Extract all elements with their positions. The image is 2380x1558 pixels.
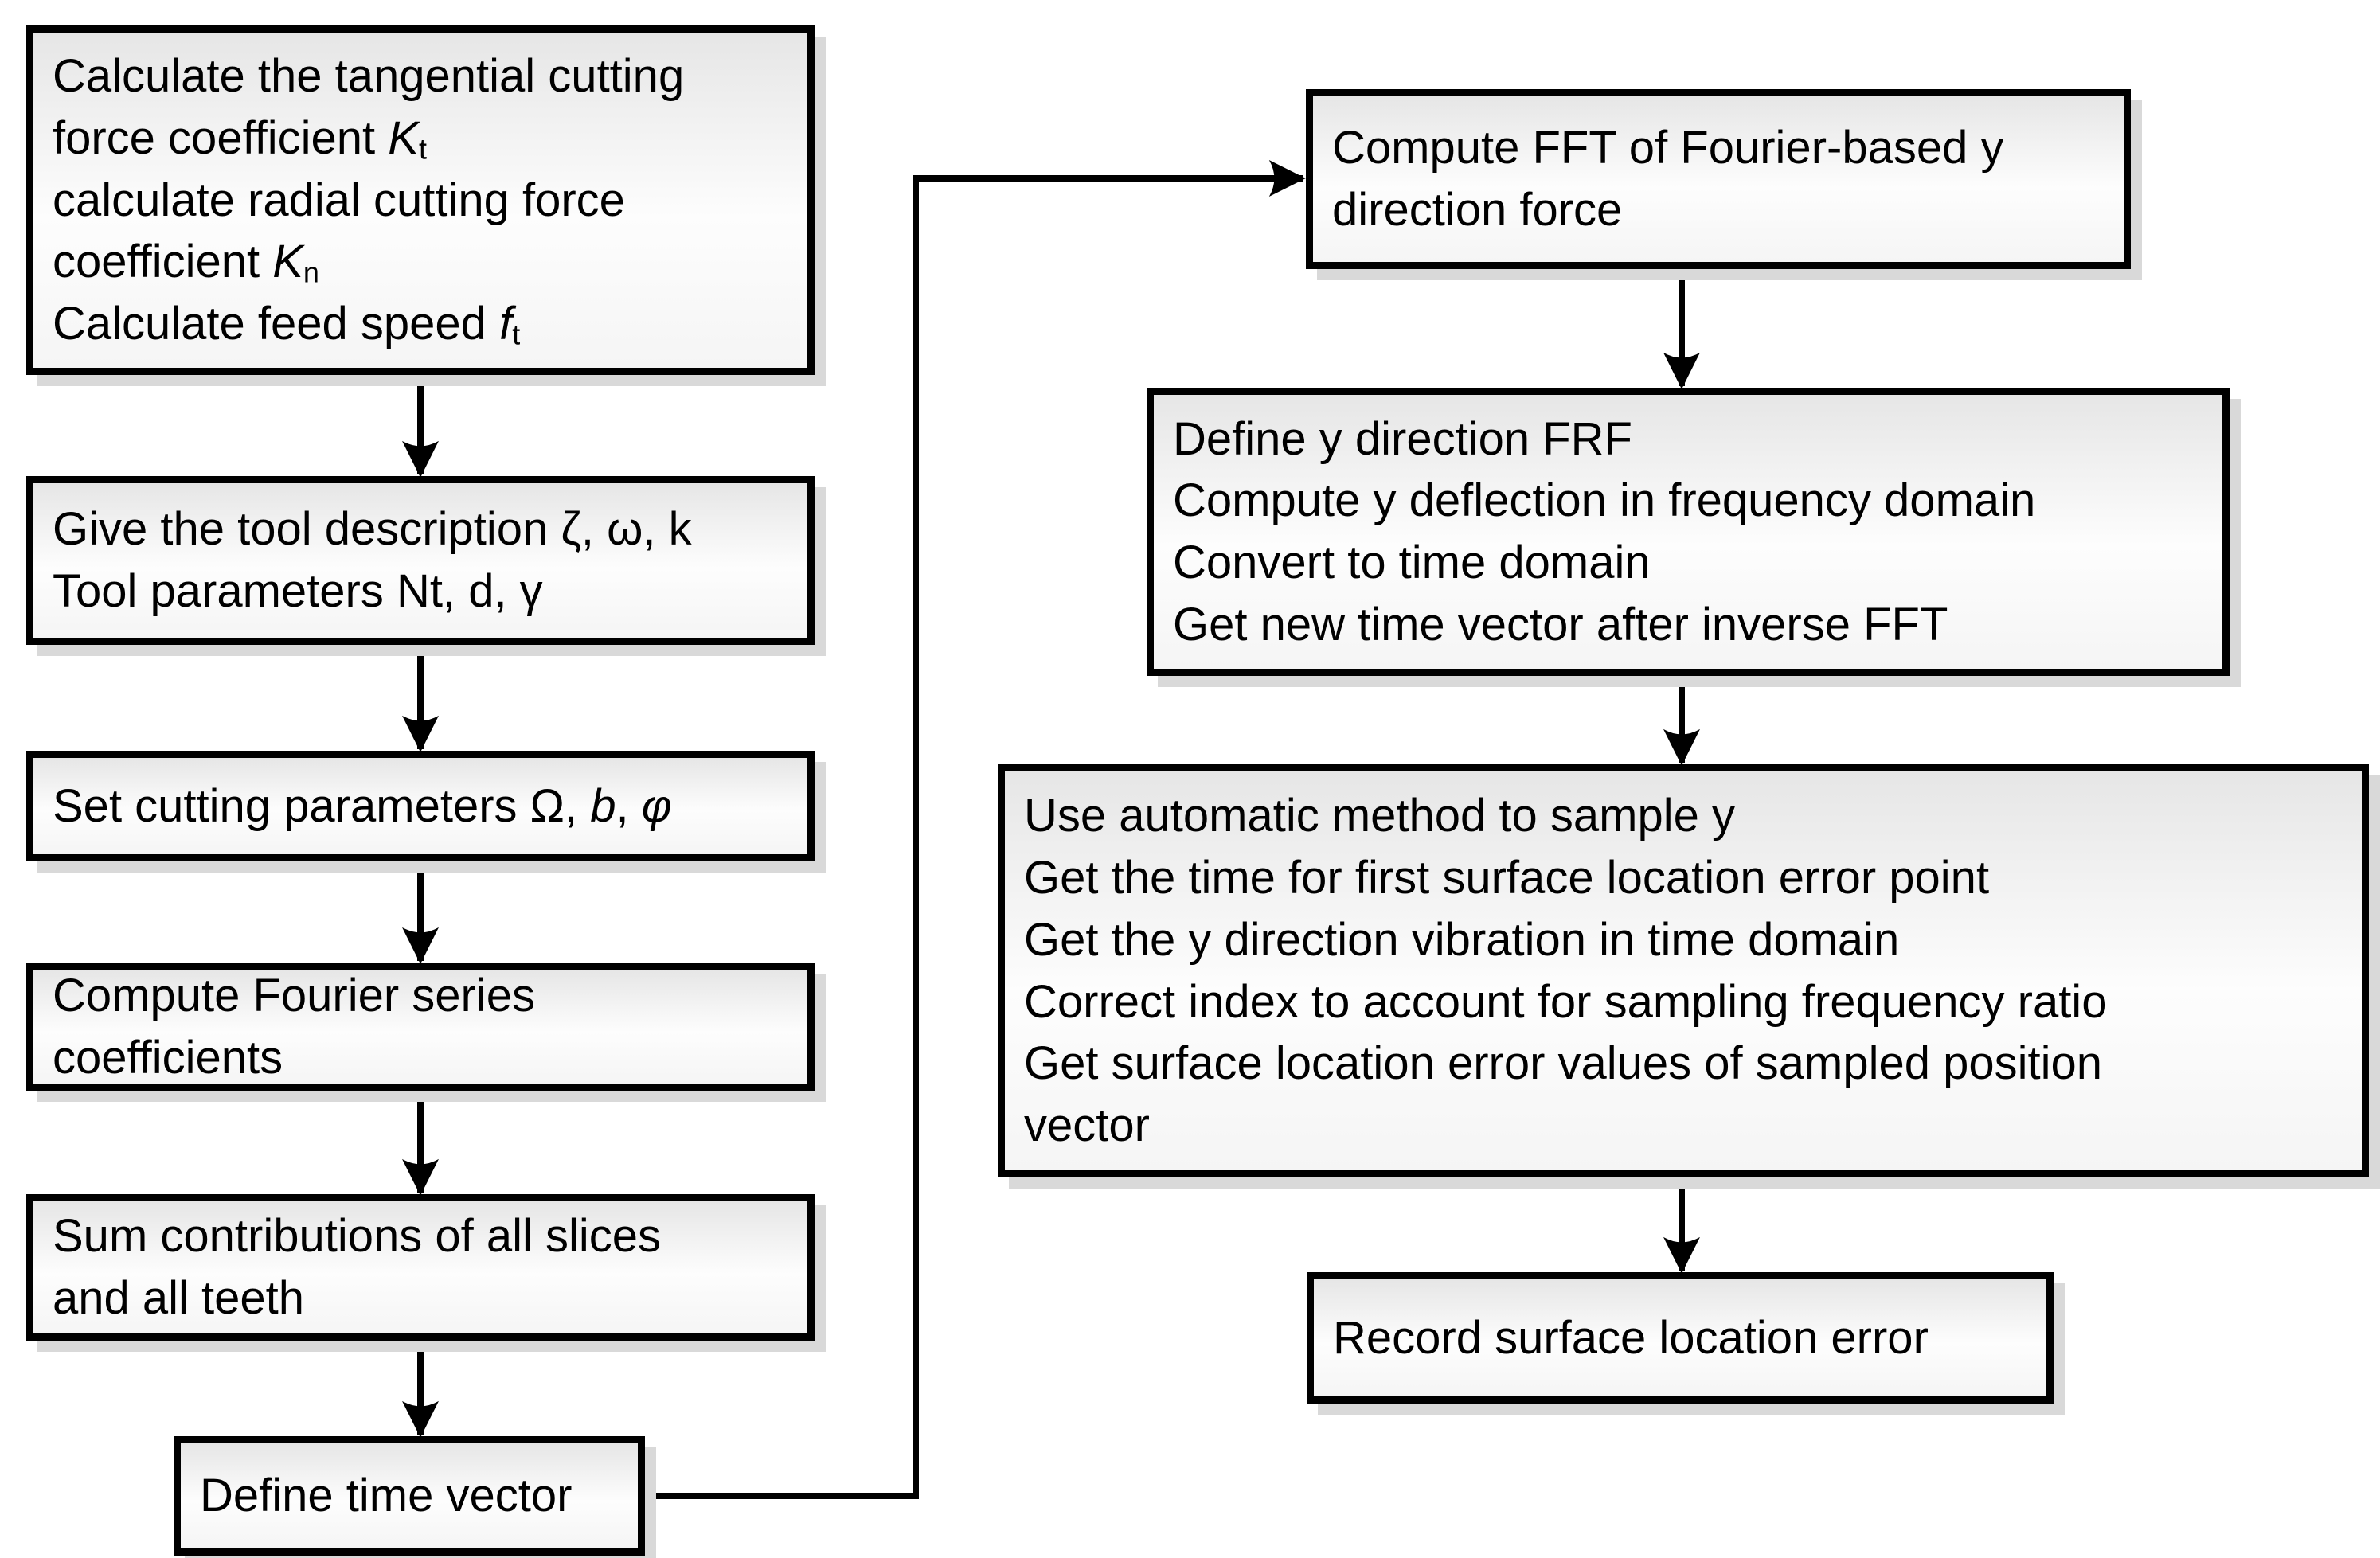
- text-line: vector: [1024, 1099, 1150, 1151]
- text-line: calculate radial cutting force: [53, 174, 625, 226]
- node-sample-y: Use automatic method to sample y Get the …: [998, 764, 2369, 1177]
- text-line: Get new time vector after inverse FFT: [1173, 598, 1948, 650]
- text-line: Use automatic method to sample y: [1024, 790, 1735, 842]
- text-line: Compute Fourier series: [53, 969, 535, 1021]
- text-line: and all teeth: [53, 1272, 305, 1324]
- text-line: Record surface location error: [1333, 1311, 1929, 1364]
- text-line: Convert to time domain: [1173, 537, 1651, 588]
- text-line: Compute FFT of Fourier-based y: [1332, 122, 2004, 174]
- node-define-y-frf: Define y direction FRF Compute y deflecti…: [1147, 388, 2230, 676]
- text-line: Set cutting parameters Ω, b, φ: [53, 779, 672, 832]
- text-line: Calculate feed speed ft: [53, 298, 521, 351]
- text-line: Get surface location error values of sam…: [1024, 1037, 2103, 1090]
- text-line: force coefficient Kt: [53, 111, 427, 166]
- node-tool-description: Give the tool description ζ, ω, k Tool pa…: [26, 476, 815, 645]
- text-line: Compute y deflection in frequency domain: [1173, 474, 2036, 527]
- text-line: Get the y direction vibration in time do…: [1024, 913, 1900, 966]
- text-line: Correct index to account for sampling fr…: [1024, 975, 2108, 1028]
- node-record-surface-location-error: Record surface location error: [1307, 1272, 2054, 1404]
- text-line: Get the time for first surface location …: [1024, 852, 1990, 904]
- node-calc-force-coefficients: Calculate the tangential cutting force co…: [26, 25, 815, 375]
- text-line: Tool parameters Nt, d, γ: [53, 565, 543, 617]
- text-line: direction force: [1332, 184, 1623, 236]
- node-define-time-vector: Define time vector: [174, 1436, 645, 1556]
- node-compute-fourier-coefficients: Compute Fourier series coefficients: [26, 963, 815, 1091]
- text-line: Give the tool description ζ, ω, k: [53, 503, 692, 556]
- node-sum-contributions: Sum contributions of all slices and all t…: [26, 1194, 815, 1341]
- connector-define-time-vector-to-compute-fft: [645, 160, 1306, 1499]
- text-line: Define time vector: [200, 1470, 573, 1522]
- text-line: Define y direction FRF: [1173, 412, 1632, 465]
- text-line: coefficient Kn: [53, 236, 319, 289]
- text-line: Sum contributions of all slices: [53, 1210, 661, 1263]
- node-compute-fft: Compute FFT of Fourier-based y direction …: [1306, 89, 2131, 269]
- text-line: coefficients: [53, 1031, 283, 1084]
- text-line: Calculate the tangential cutting: [53, 50, 685, 103]
- node-set-cutting-parameters: Set cutting parameters Ω, b, φ: [26, 751, 815, 861]
